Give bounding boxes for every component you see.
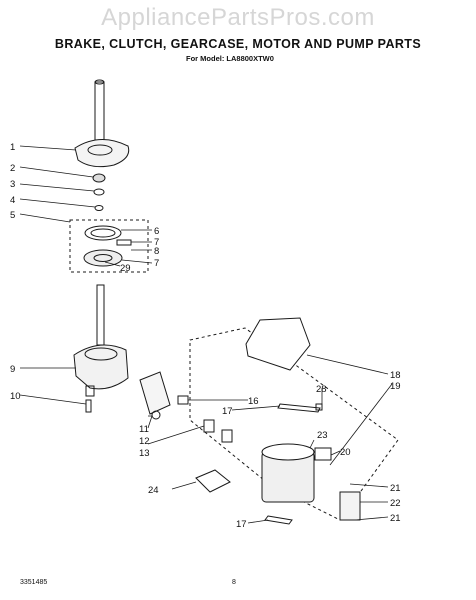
coupling-part-13b [221, 429, 233, 443]
callout-18: 18 [390, 370, 401, 381]
callout-21: 21 [390, 483, 401, 494]
clip-part-17b [264, 515, 293, 525]
callout-24: 24 [148, 485, 159, 496]
callout-21: 21 [390, 513, 401, 524]
callout-16: 16 [248, 396, 259, 407]
callout-5: 5 [10, 210, 15, 221]
callout-9: 9 [10, 364, 15, 375]
callout-1: 1 [10, 142, 15, 153]
coupling-part-16 [177, 395, 189, 405]
switch-part-20 [314, 447, 332, 461]
page-number: 8 [232, 579, 236, 586]
screw-part-28 [315, 403, 323, 411]
ring-part-4 [94, 205, 104, 211]
callout-4: 4 [10, 195, 15, 206]
callout-28: 28 [316, 384, 327, 395]
bolt-part-10 [85, 399, 92, 413]
callout-10: 10 [10, 391, 21, 402]
callout-7: 7 [154, 258, 159, 269]
washer-part-2 [92, 173, 106, 183]
callout-23: 23 [317, 430, 328, 441]
watermark: AppliancePartsPros.com [101, 4, 375, 31]
model-subtitle: For Model: LA8800XTW0 [186, 54, 274, 63]
pump-plate [139, 371, 171, 415]
washer-part-3 [93, 188, 105, 196]
pump-part-22 [339, 491, 361, 521]
callout-19: 19 [390, 381, 401, 392]
shield-part-18 [245, 317, 311, 371]
callout-17: 17 [222, 406, 233, 417]
callout-13: 13 [139, 448, 150, 459]
callout-labels: 1234567872991011121316171819282320212221… [10, 142, 401, 530]
callout-7: 7 [154, 237, 159, 248]
motor-part-19 [261, 443, 315, 503]
callout-6: 6 [154, 226, 159, 237]
callout-22: 22 [390, 498, 401, 509]
seal-part-12 [151, 410, 161, 420]
callout-20: 20 [340, 447, 351, 458]
callout-11: 11 [139, 424, 149, 435]
callout-12: 12 [139, 436, 150, 447]
callout-2: 2 [10, 163, 15, 174]
clutch-parts [83, 225, 132, 267]
clip-part-17a [277, 403, 321, 413]
callout-8: 8 [154, 246, 159, 257]
coupling-part-13a [203, 419, 215, 433]
callout-3: 3 [10, 179, 15, 190]
document-number: 3351485 [20, 579, 48, 586]
page-title: BRAKE, CLUTCH, GEARCASE, MOTOR AND PUMP … [54, 37, 422, 51]
brake-shaft-assembly [74, 79, 130, 168]
callout-29: 29 [120, 263, 131, 274]
gearcase-assembly [73, 284, 129, 397]
leader-lines [19, 145, 393, 524]
callout-17: 17 [236, 519, 247, 530]
gasket-part-24 [195, 469, 231, 493]
